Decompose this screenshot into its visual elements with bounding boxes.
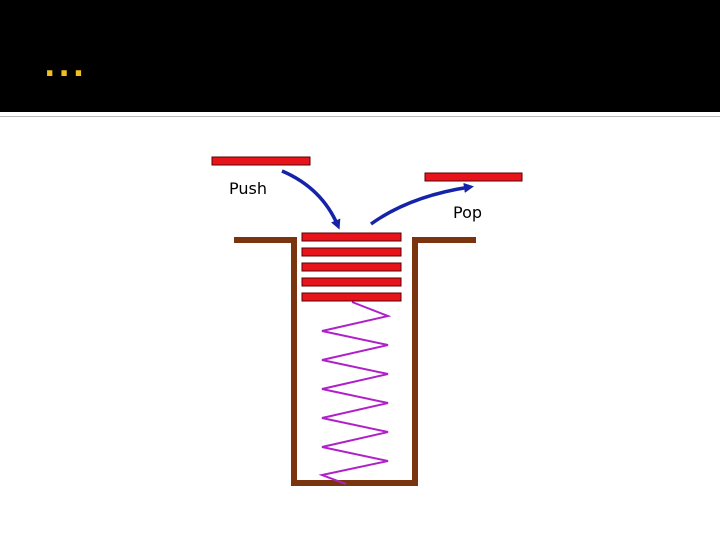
stack-plates xyxy=(301,232,402,302)
spring xyxy=(318,301,392,485)
slide-title: ... xyxy=(44,49,88,84)
stack-plate xyxy=(301,292,402,302)
slide-header: ... xyxy=(0,0,720,112)
push-label: Push xyxy=(229,179,267,198)
stack-plate xyxy=(301,277,402,287)
stack-plate xyxy=(301,247,402,257)
pop-plate xyxy=(424,172,523,182)
stack-container xyxy=(234,237,476,486)
pop-arrow xyxy=(369,182,474,226)
stack-plate xyxy=(301,262,402,272)
stack-plate xyxy=(301,232,402,242)
pop-label: Pop xyxy=(453,203,482,222)
push-arrow xyxy=(281,169,341,230)
push-plate xyxy=(211,156,311,166)
header-divider xyxy=(0,116,720,117)
